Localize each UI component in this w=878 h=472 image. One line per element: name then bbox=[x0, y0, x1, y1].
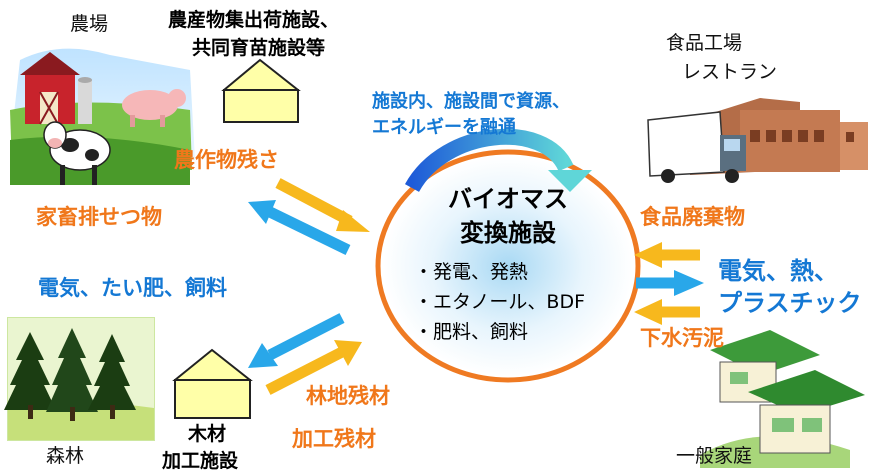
livestock-excreta-label: 家畜排せつ物 bbox=[36, 205, 162, 229]
food-products-label-1: 電気、熱、 bbox=[718, 257, 838, 285]
wood-facility-label-1: 木材 bbox=[188, 423, 227, 445]
exchange-curve-arrow bbox=[404, 128, 592, 193]
food-products-label-2: プラスチック bbox=[718, 289, 862, 317]
arrow-sludge-in bbox=[634, 299, 700, 325]
arrow-center-to-farm bbox=[248, 200, 351, 255]
crop-residue-label: 農作物残さ bbox=[174, 148, 279, 172]
arrow-products-out bbox=[636, 270, 704, 296]
wood-facility-label-2: 加工施設 bbox=[162, 450, 239, 472]
center-title-2: 変換施設 bbox=[460, 219, 556, 247]
household-illustration bbox=[700, 330, 865, 468]
arrow-crop-to-center bbox=[275, 178, 370, 232]
arrow-center-to-forest bbox=[248, 313, 345, 368]
collection-facility-label-1: 農産物集出荷施設、 bbox=[168, 9, 340, 31]
farm-products-label: 電気、たい肥、飼料 bbox=[38, 276, 227, 300]
food-waste-label: 食品廃棄物 bbox=[640, 205, 745, 229]
center-item-power: ・発電、発熱 bbox=[414, 261, 529, 283]
wood-facility-house bbox=[172, 348, 253, 419]
farm-illustration bbox=[10, 48, 195, 185]
farm-label: 農場 bbox=[70, 13, 109, 35]
household-label: 一般家庭 bbox=[676, 445, 753, 467]
collection-facility-label-2: 共同育苗施設等 bbox=[192, 37, 326, 59]
processing-residue-label: 加工残材 bbox=[292, 427, 376, 451]
food-factory-label: 食品工場 bbox=[666, 32, 743, 54]
restaurant-label: レストラン bbox=[682, 61, 778, 83]
exchange-label-2: エネルギーを融通 bbox=[372, 117, 516, 138]
center-item-fertilizer: ・肥料、飼料 bbox=[414, 321, 529, 343]
sewage-sludge-label: 下水汚泥 bbox=[640, 326, 724, 350]
food-factory-illustration bbox=[647, 98, 868, 183]
arrow-food-waste-in bbox=[634, 242, 700, 268]
forest-illustration bbox=[4, 317, 155, 441]
forest-residue-label: 林地残材 bbox=[306, 384, 390, 408]
exchange-label-1: 施設内、施設間で資源、 bbox=[372, 91, 570, 112]
arrow-forest-to-center bbox=[265, 340, 362, 395]
forest-label: 森林 bbox=[46, 445, 85, 467]
center-title-1: バイオマス bbox=[448, 185, 568, 213]
center-ring bbox=[375, 149, 641, 383]
center-glow bbox=[383, 156, 633, 376]
collection-facility-house bbox=[221, 58, 301, 123]
center-item-ethanol: ・エタノール、BDF bbox=[414, 291, 586, 313]
